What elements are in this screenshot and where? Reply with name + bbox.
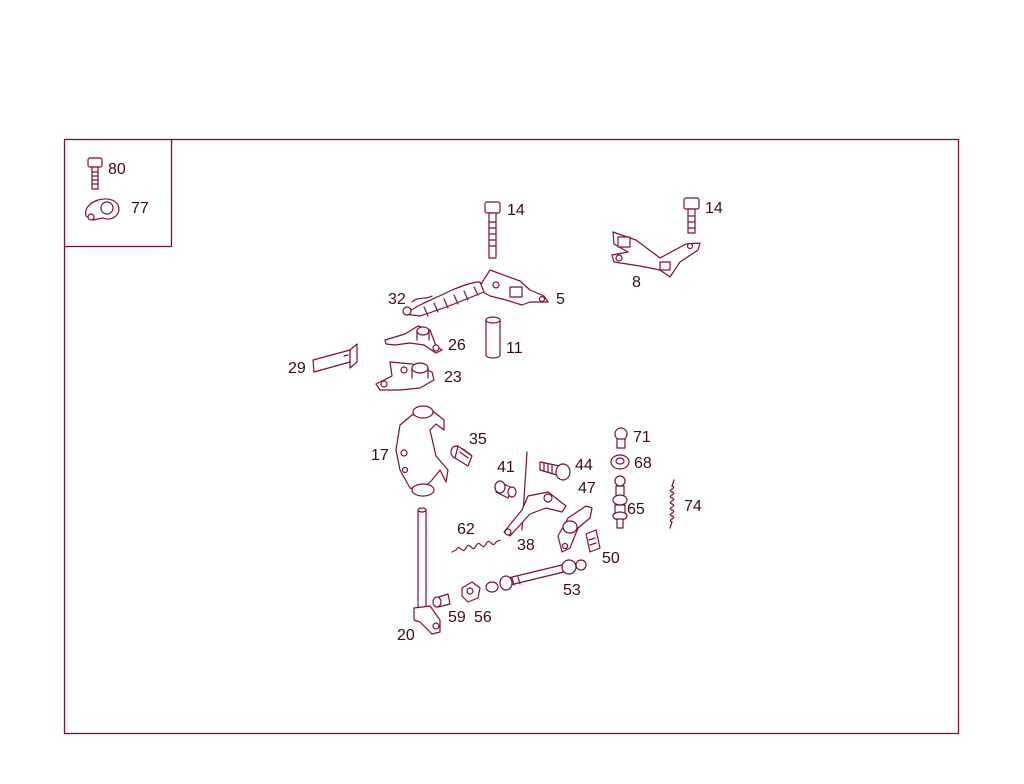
label-74: 74 <box>684 498 702 515</box>
label-26: 26 <box>448 337 466 354</box>
rod-53 <box>485 559 587 593</box>
plate-23 <box>375 361 435 391</box>
bolt-44 <box>539 461 571 481</box>
clip-29 <box>312 343 358 373</box>
shaft-20 <box>413 507 441 635</box>
label-50: 50 <box>602 550 620 567</box>
label-5: 5 <box>556 291 565 308</box>
nut-68 <box>610 454 630 470</box>
spring-62 <box>451 539 501 553</box>
ball-71 <box>614 427 628 449</box>
label-35: 35 <box>469 431 487 448</box>
label-11: 11 <box>506 340 523 357</box>
pin-35 <box>450 445 473 467</box>
plate-26 <box>384 325 443 354</box>
arm-47 <box>557 505 593 553</box>
clamp-77 <box>85 198 120 221</box>
boot-32 <box>402 281 485 317</box>
label-80: 80 <box>108 161 126 178</box>
label-53: 53 <box>563 582 581 599</box>
inset-box <box>64 139 173 248</box>
bolt-14-right <box>683 197 700 234</box>
label-47: 47 <box>578 480 596 497</box>
label-8: 8 <box>632 274 641 291</box>
bracket-8 <box>611 231 701 278</box>
bolt-80 <box>87 157 103 190</box>
label-77: 77 <box>131 200 149 217</box>
label-29: 29 <box>288 360 306 377</box>
label-44: 44 <box>575 457 593 474</box>
label-71: 71 <box>633 429 651 446</box>
label-68: 68 <box>634 455 652 472</box>
label-17: 17 <box>371 447 389 464</box>
bushing-41 <box>494 480 517 499</box>
clip-50 <box>585 529 601 553</box>
bolt-14-left <box>484 201 501 259</box>
label-20: 20 <box>397 627 415 644</box>
lever-17 <box>395 405 449 497</box>
diagram-frame <box>63 138 960 735</box>
nut-56 <box>461 581 481 603</box>
bracket-5 <box>477 269 549 306</box>
rod-end-65 <box>612 475 628 529</box>
label-65: 65 <box>627 501 645 518</box>
spring-74 <box>669 479 675 529</box>
label-62: 62 <box>457 521 475 538</box>
label-38: 38 <box>517 537 535 554</box>
label-41: 41 <box>497 459 515 476</box>
lever-38 <box>503 451 567 537</box>
bushing-59 <box>432 593 451 608</box>
label-32: 32 <box>388 291 406 308</box>
label-59: 59 <box>448 609 466 626</box>
label-23: 23 <box>444 369 462 386</box>
sleeve-11 <box>485 316 501 359</box>
label-56: 56 <box>474 609 492 626</box>
label-14-right: 14 <box>705 200 723 217</box>
label-14-left: 14 <box>507 202 525 219</box>
